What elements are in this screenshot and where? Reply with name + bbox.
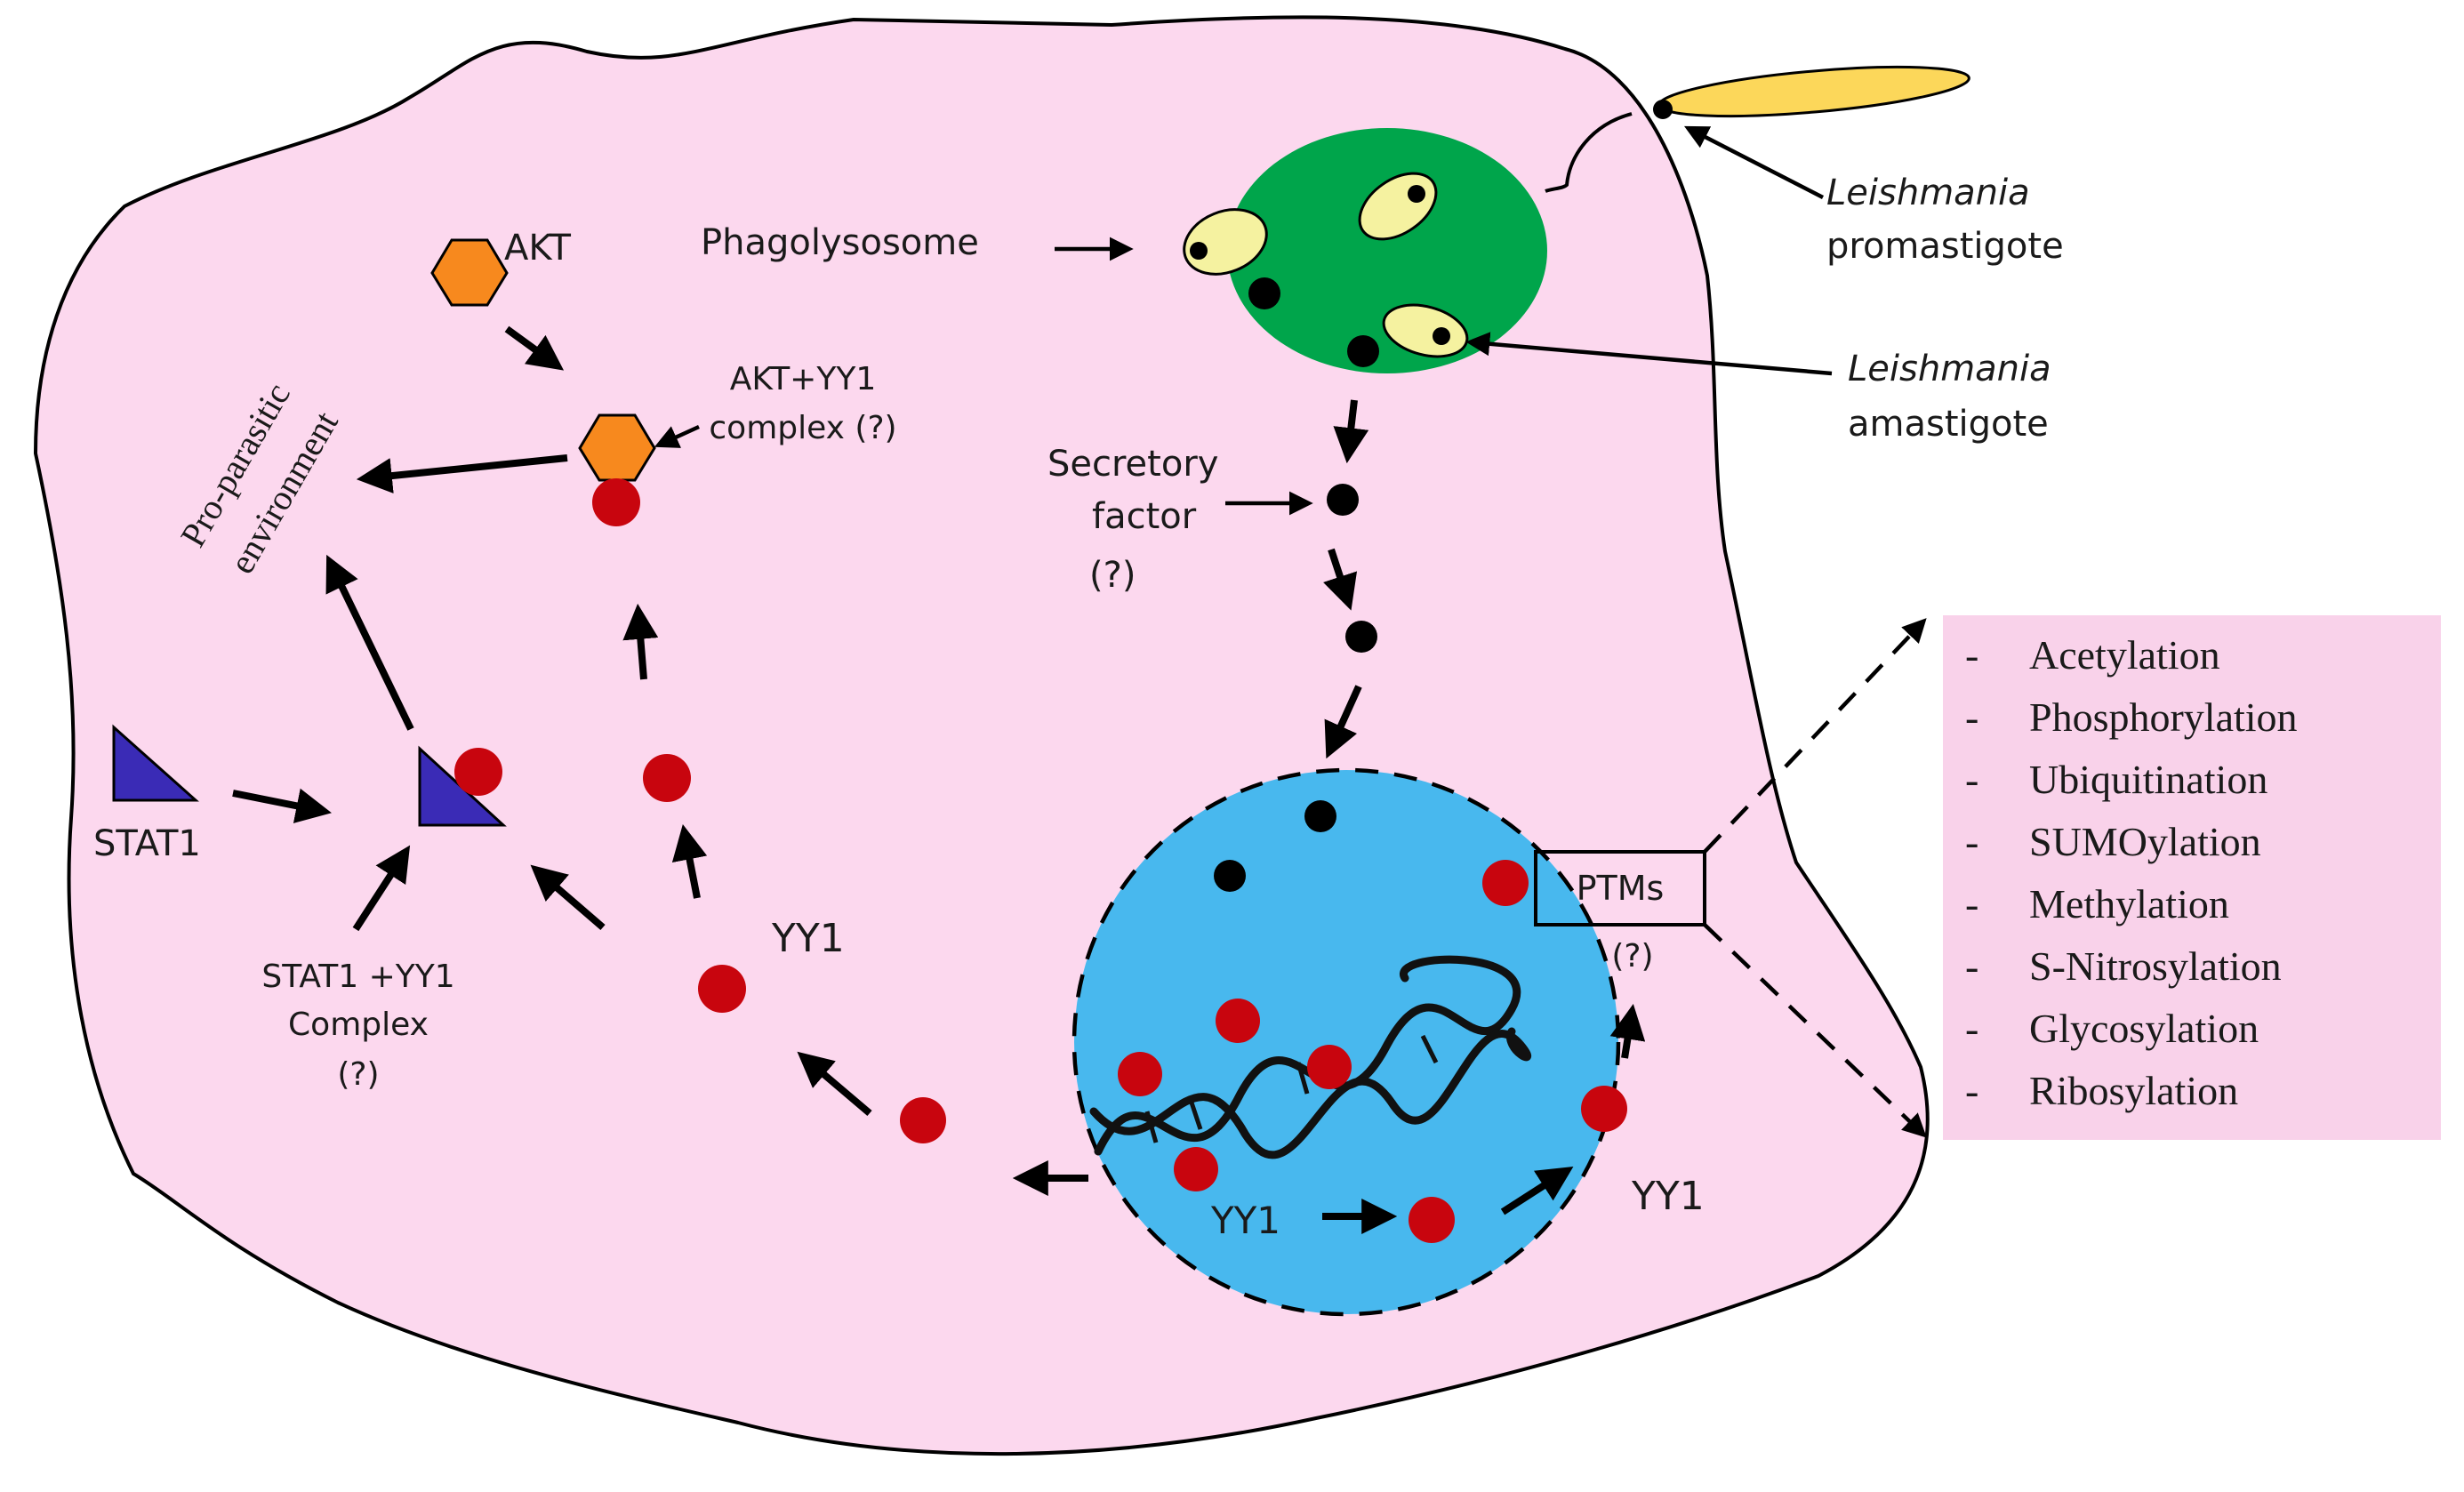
- ptms-zoom-line-bottom: [1703, 923, 1927, 1138]
- promastigote-label: Leishmania: [1826, 172, 2030, 213]
- amastigote-label-2: amastigote: [1848, 404, 2049, 445]
- flow-arrow: [232, 788, 332, 823]
- flow-arrow: [356, 454, 568, 493]
- secretory-particle: [1304, 800, 1336, 832]
- dna-strand-1: [1094, 955, 1521, 1156]
- amastigote-label: Leishmania: [1848, 349, 2051, 389]
- ptm-list-box: [1943, 615, 2441, 1140]
- ptm-item: Acetylation: [2029, 632, 2220, 678]
- flow-arrow: [325, 554, 414, 731]
- yy1-dot: [592, 478, 640, 526]
- yy1-dot: [643, 754, 691, 802]
- promastigote-nucleus: [1653, 100, 1673, 119]
- yy1-dot: [1174, 1147, 1218, 1191]
- ptm-bullet: -: [1965, 819, 1978, 864]
- ptm-item: Phosphorylation: [2029, 694, 2298, 740]
- flow-arrow: [622, 603, 659, 680]
- yy1-right-label: YY1: [1631, 1174, 1705, 1219]
- ptm-bullet: -: [1965, 1068, 1978, 1113]
- phagolysosome-label: Phagolysosome: [701, 222, 979, 263]
- ptm-item: Ribosylation: [2029, 1068, 2238, 1113]
- amastigote-nucleus-3: [1433, 327, 1450, 345]
- yy1-left-label: YY1: [771, 916, 845, 961]
- flow-arrow: [671, 824, 708, 899]
- amastigote-pointer: [1465, 332, 1833, 376]
- secretory-particle: [1327, 484, 1359, 516]
- host-cell: [33, 15, 1930, 1456]
- ptm-bullet: -: [1965, 943, 1978, 989]
- yy1-dot: [1307, 1045, 1352, 1089]
- stat1-yy1-label-3: (?): [337, 1056, 379, 1093]
- ptms-zoom-line-top: [1703, 618, 1927, 854]
- akt-yy1-label-2: complex (?): [709, 410, 896, 446]
- amastigote-nucleus-1: [1190, 242, 1208, 260]
- flow-arrow: [1324, 685, 1362, 759]
- yy1-nucleus-label: YY1: [1210, 1199, 1280, 1242]
- flow-arrow: [1609, 1003, 1646, 1059]
- yy1-dot: [698, 965, 746, 1013]
- dna-rungs: [1420, 1034, 1439, 1064]
- yy1-dot: [1581, 1086, 1627, 1132]
- secretory-particle: [1248, 277, 1280, 309]
- dna-rungs: [1144, 1111, 1159, 1143]
- ptm-item: SUMOylation: [2029, 819, 2261, 864]
- flow-arrow: [504, 325, 565, 371]
- stat1-triangle: [112, 724, 199, 802]
- yy1-dot: [1482, 860, 1529, 906]
- akt-hexagon: [430, 238, 509, 307]
- flow-arrow: [530, 864, 606, 931]
- stat1-label: STAT1: [93, 823, 201, 864]
- ptm-item: Ubiquitination: [2029, 757, 2267, 802]
- secretory-factor-label-2: factor: [1092, 496, 1197, 537]
- nuclear-envelope: [1071, 767, 1621, 1317]
- flow-arrow: [797, 1051, 872, 1117]
- secretory-factor-label-3: (?): [1089, 555, 1136, 596]
- ptms-label: PTMs: [1577, 869, 1665, 908]
- flow-arrow: [352, 845, 411, 932]
- ptm-bullet: -: [1965, 694, 1978, 740]
- yy1-dot: [1409, 1197, 1455, 1243]
- secretory-particle: [1214, 860, 1246, 892]
- ptm-bullet: -: [1965, 881, 1978, 926]
- promastigote-flagellum: [1545, 112, 1633, 193]
- flow-arrow: [1333, 399, 1369, 464]
- amastigote-nucleus-2: [1408, 185, 1425, 203]
- stat1-yy1-label-2: Complex: [288, 1007, 429, 1043]
- ptm-bullet: -: [1965, 1006, 1978, 1051]
- dna-rungs: [1189, 1102, 1203, 1130]
- promastigote: [1657, 65, 1970, 118]
- phagolysosome: [1227, 128, 1547, 373]
- secretory-particle: [1347, 335, 1379, 367]
- flow-arrow: [1500, 1166, 1574, 1215]
- ptm-bullet: -: [1965, 632, 1978, 678]
- ptm-bullet: -: [1965, 757, 1978, 802]
- ptms-box: [1534, 850, 1706, 926]
- ptm-list: - Acetylation - Phosphorylation - Ubiquitinat…: [1965, 632, 2298, 1113]
- dna-rungs: [1296, 1062, 1310, 1095]
- akt-yy1-pointer: [654, 424, 700, 448]
- ptms-question: (?): [1611, 938, 1653, 975]
- akt-yy1-hexagon: [578, 413, 656, 482]
- secretory-particle: [1345, 621, 1377, 653]
- secretory-factor-label: Secretory: [1047, 444, 1218, 485]
- dna-strand-2: [1089, 1027, 1531, 1159]
- yy1-dot: [1216, 999, 1260, 1043]
- promastigote-pointer: [1683, 125, 1825, 200]
- yy1-dot: [900, 1097, 946, 1143]
- promastigote-label-2: promastigote: [1826, 226, 2064, 267]
- ptm-item: S-Nitrosylation: [2029, 943, 2282, 989]
- yy1-dot: [454, 748, 502, 796]
- amastigote-1: [1183, 208, 1268, 276]
- akt-yy1-label: AKT+YY1: [730, 361, 876, 397]
- akt-label: AKT: [504, 228, 571, 269]
- yy1-dot: [1118, 1052, 1162, 1096]
- flow-arrow: [1323, 548, 1358, 611]
- stat1-yy1-label: STAT1 +YY1: [261, 959, 454, 995]
- ptm-item: Methylation: [2029, 881, 2229, 926]
- ptm-item: Glycosylation: [2029, 1006, 2259, 1051]
